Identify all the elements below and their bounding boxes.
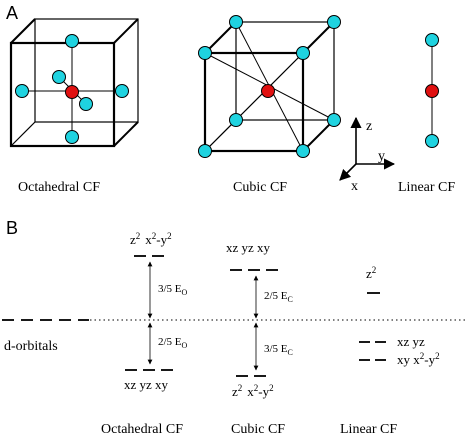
- cubic-atoms: [198, 15, 341, 158]
- axis-z-label: z: [366, 119, 372, 134]
- panel-a-letter: A: [6, 3, 18, 23]
- metal-atom: [425, 84, 439, 98]
- ligand-atom: [425, 134, 439, 148]
- panel-b-letter: B: [6, 218, 18, 238]
- cube-back-face: [34, 18, 139, 123]
- ligand-atom: [79, 97, 93, 111]
- oct-upper-gap-label: 3/5 EO: [158, 283, 188, 297]
- ligand-atom: [65, 130, 79, 144]
- cube-front-face: [9, 41, 116, 148]
- ligand-atom: [198, 144, 212, 158]
- caption-cubic-splitting: Cubic CF: [231, 422, 285, 437]
- cubic-t2g-label: xz yz xy: [226, 240, 271, 255]
- ligand-atom: [296, 46, 310, 60]
- caption-oct-splitting: Octahedral CF: [101, 422, 183, 437]
- ligand-atom: [15, 84, 29, 98]
- linear-xy-label: xy x2-y2: [397, 351, 440, 367]
- octahedral-structure: [9, 18, 139, 148]
- oct-lower-gap-label: 2/5 EO: [158, 336, 188, 350]
- linear-xz-yz-label: xz yz: [397, 334, 425, 349]
- axis-y-label: y: [378, 149, 385, 164]
- caption-linear-splitting: Linear CF: [340, 422, 397, 437]
- coordinate-axes: [339, 116, 396, 181]
- caption-linear: Linear CF: [398, 180, 455, 195]
- ligand-atom: [52, 70, 66, 84]
- ligand-atom: [425, 33, 439, 47]
- ligand-atom: [65, 34, 79, 48]
- metal-atom: [261, 84, 275, 98]
- axis-x-label: x: [351, 179, 358, 194]
- cube-front-face: [203, 51, 305, 153]
- d-orbitals-label: d-orbitals: [4, 339, 58, 354]
- oct-t2g-label: xz yz xy: [124, 377, 169, 392]
- octahedral-atoms: [15, 34, 129, 144]
- caption-octahedral: Octahedral CF: [18, 180, 100, 195]
- cubic-upper-gap-label: 2/5 EC: [264, 290, 293, 304]
- ligand-atom: [229, 15, 243, 29]
- caption-cubic: Cubic CF: [233, 180, 287, 195]
- cube-back-face: [235, 21, 335, 121]
- ligand-atom: [198, 46, 212, 60]
- linear-structure: [425, 33, 439, 148]
- ligand-atom: [115, 84, 129, 98]
- ligand-atom: [229, 113, 243, 127]
- ligand-atom: [327, 15, 341, 29]
- ligand-atom: [296, 144, 310, 158]
- metal-atom: [65, 85, 79, 99]
- cubic-lower-gap-label: 3/5 EC: [264, 343, 293, 357]
- ligand-atom: [327, 113, 341, 127]
- linear-z2-label: z2: [366, 265, 376, 281]
